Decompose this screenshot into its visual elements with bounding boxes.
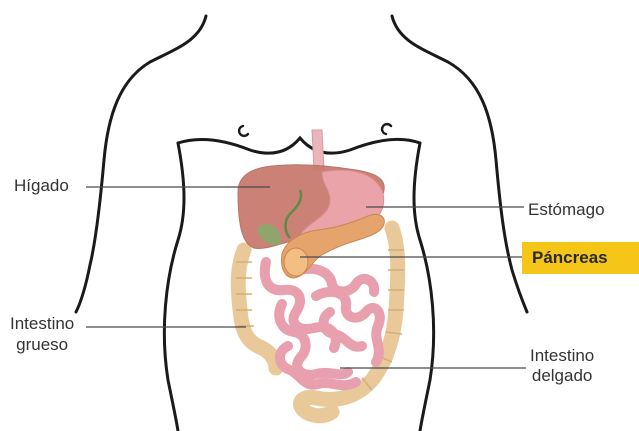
label-intestino-grueso: Intestino grueso [10, 313, 74, 355]
label-estomago: Estómago [528, 200, 605, 220]
left-nipple-icon [239, 126, 248, 136]
right-nipple-icon [382, 124, 391, 134]
label-intestino-delgado-line2: delgado [530, 366, 594, 386]
small-intestine [265, 262, 380, 385]
left-torso-outline [164, 143, 184, 431]
label-intestino-delgado-line1: Intestino [530, 346, 594, 366]
left-shoulder-outline [76, 16, 206, 312]
label-intestino-delgado: Intestino delgado [530, 346, 594, 386]
right-torso-outline [414, 143, 434, 431]
label-intestino-grueso-line2: grueso [10, 334, 74, 355]
chest-outline [178, 138, 420, 153]
right-shoulder-outline [392, 16, 527, 312]
label-higado: Hígado [14, 176, 69, 196]
label-pancreas: Páncreas [522, 242, 639, 274]
label-intestino-grueso-line1: Intestino [10, 313, 74, 334]
esophagus [312, 130, 324, 170]
duodenum-head [284, 248, 308, 276]
